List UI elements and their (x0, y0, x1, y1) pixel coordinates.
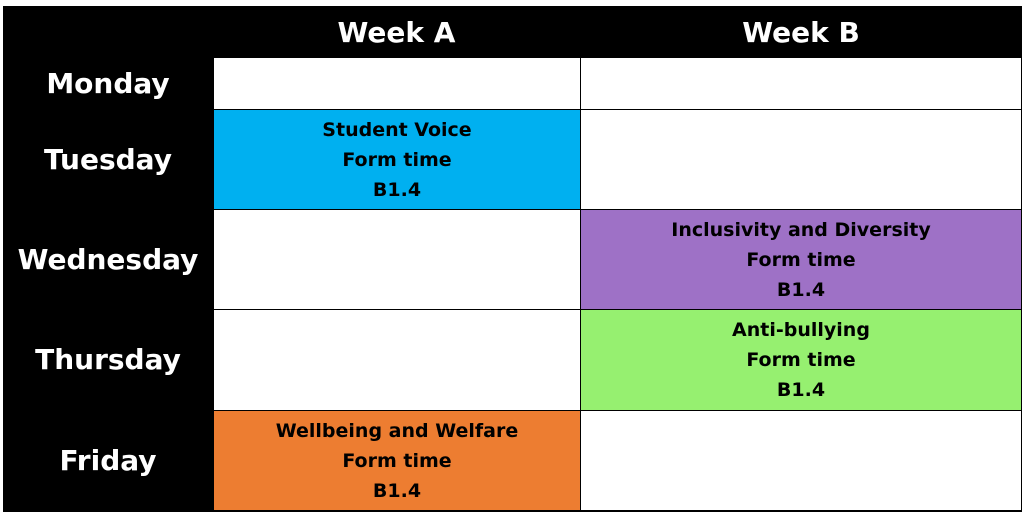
day-label-wednesday: Wednesday (17, 242, 199, 276)
cell-room: B1.4 (372, 178, 422, 201)
day-label-thursday: Thursday (35, 343, 181, 376)
day-label-monday: Monday (46, 67, 170, 100)
header-week-a: Week A (337, 15, 456, 49)
cell-friday-week-b (580, 410, 1022, 511)
header-week-b: Week B (742, 15, 860, 49)
cell-title: Wellbeing and Welfare (275, 419, 519, 442)
cell-form-time: Form time (746, 248, 856, 271)
cell-wednesday-week-b: Inclusivity and Diversity Form time B1.4 (580, 209, 1022, 310)
day-label-tuesday: Tuesday (44, 142, 172, 176)
cell-thursday-week-b: Anti-bullying Form time B1.4 (580, 309, 1022, 411)
cell-title: Student Voice (322, 118, 472, 141)
cell-form-time: Form time (342, 148, 452, 171)
cell-friday-week-a: Wellbeing and Welfare Form time B1.4 (213, 410, 581, 511)
cell-tuesday-week-b (580, 109, 1022, 210)
cell-form-time: Form time (342, 449, 452, 472)
cell-room: B1.4 (776, 379, 826, 401)
cell-monday-week-b (580, 57, 1022, 110)
cell-room: B1.4 (776, 278, 826, 301)
cell-thursday-week-a (213, 309, 581, 411)
cell-title: Inclusivity and Diversity (671, 218, 931, 241)
cell-title: Anti-bullying (732, 319, 870, 341)
cell-tuesday-week-a: Student Voice Form time B1.4 (213, 109, 581, 210)
cell-wednesday-week-a (213, 209, 581, 310)
cell-monday-week-a (213, 57, 581, 110)
day-label-friday: Friday (59, 443, 157, 477)
cell-form-time: Form time (746, 349, 856, 371)
cell-room: B1.4 (372, 479, 422, 502)
